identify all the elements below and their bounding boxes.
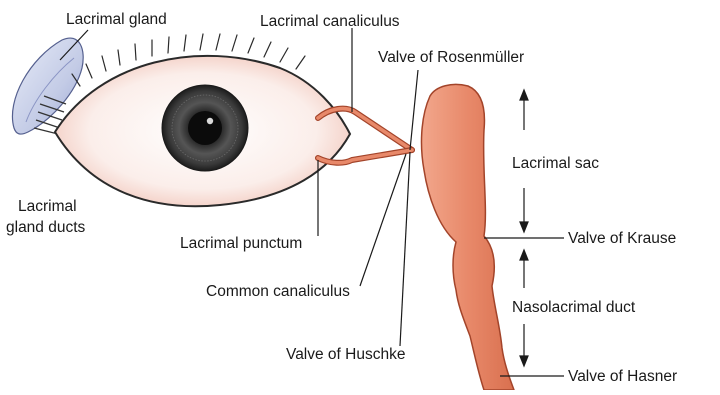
label-valve-hasner: Valve of Hasner: [568, 368, 677, 385]
label-lacrimal-punctum: Lacrimal punctum: [180, 235, 302, 252]
label-nasolacrimal-duct: Nasolacrimal duct: [512, 299, 636, 316]
label-lacrimal-gland: Lacrimal gland: [66, 11, 167, 28]
label-valve-krause: Valve of Krause: [568, 230, 676, 247]
label-lacrimal-gland-ducts-line1: Lacrimal: [18, 198, 77, 215]
label-common-canaliculus: Common canaliculus: [206, 283, 350, 300]
label-valve-rosenmuller: Valve of Rosenmüller: [378, 49, 524, 66]
label-valve-huschke: Valve of Huschke: [286, 346, 405, 363]
label-lacrimal-canaliculus: Lacrimal canaliculus: [260, 13, 400, 30]
label-lacrimal-sac: Lacrimal sac: [512, 155, 599, 172]
label-lacrimal-gland-ducts-line2: gland ducts: [6, 219, 86, 236]
arrows: [520, 90, 528, 366]
eye: [55, 34, 350, 206]
lacrimal-sac-and-nasolacrimal-duct: [422, 84, 514, 390]
